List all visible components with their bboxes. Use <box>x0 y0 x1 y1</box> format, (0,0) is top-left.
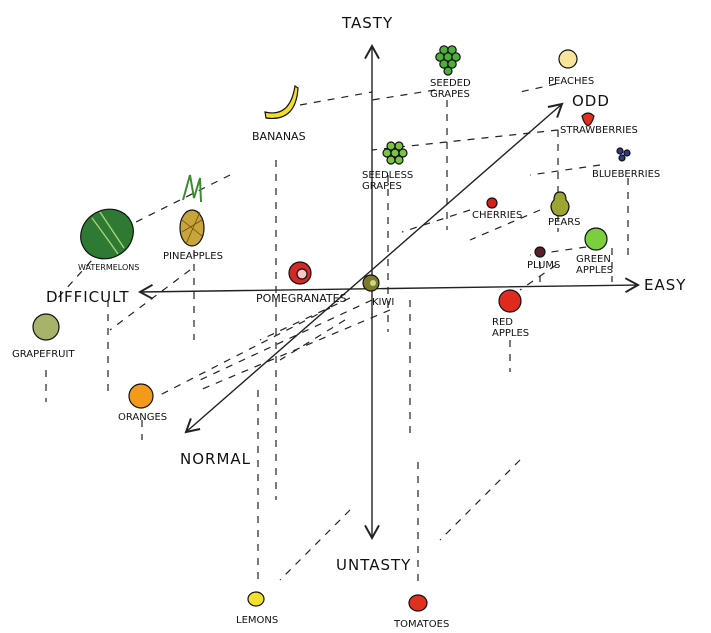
label-pineapples: PINEAPPLES <box>163 251 223 262</box>
label-tomatoes: TOMATOES <box>393 619 449 630</box>
horizontal-axis <box>137 277 641 300</box>
label-lemons: LEMONS <box>236 615 278 626</box>
banana-icon <box>264 84 299 120</box>
pomegranate-icon <box>288 261 312 285</box>
orange-icon <box>128 383 154 409</box>
axis-label-normal: NORMAL <box>180 450 251 468</box>
watermelon-icon <box>80 208 134 260</box>
red-apple-icon <box>498 289 522 313</box>
label-strawberries: STRAWBERRIES <box>560 125 638 136</box>
axis-labels: TASTY UNTASTY DIFFICULT EASY ODD NORMAL <box>46 14 686 574</box>
green-apple-icon <box>584 227 608 251</box>
label-blueberries: BLUEBERRIES <box>592 169 660 180</box>
peach-icon <box>558 49 578 69</box>
blueberries-icon <box>616 147 631 162</box>
label-grapefruit: GRAPEFRUIT <box>12 349 75 360</box>
axes <box>137 43 641 541</box>
label-plums: PLUMS <box>527 260 560 271</box>
axis-label-top: TASTY <box>341 14 393 32</box>
axis-label-left: DIFFICULT <box>46 288 130 306</box>
fruit-drawings <box>32 45 631 612</box>
seeded-grapes-icon <box>435 45 461 76</box>
pineapple-icon <box>179 174 205 247</box>
label-cherries: CHERRIES <box>472 210 522 221</box>
label-kiwi: KIWI <box>372 297 394 308</box>
label-pears: PEARS <box>548 217 581 228</box>
pear-icon <box>550 191 570 217</box>
tomato-icon <box>408 594 428 612</box>
label-watermelons: WATERMELONS <box>78 263 139 272</box>
axis-label-right: EASY <box>644 276 686 294</box>
diagonal-axis <box>184 102 564 434</box>
label-oranges: ORANGES <box>118 412 167 423</box>
seedless-grapes-icon <box>382 141 408 165</box>
plum-icon <box>534 246 546 258</box>
strawberry-icon <box>581 112 595 127</box>
label-bananas: BANANAS <box>252 130 306 143</box>
lemon-icon <box>247 591 265 607</box>
grapefruit-icon <box>32 313 60 341</box>
axis-label-bottom: UNTASTY <box>336 556 411 574</box>
label-pomegranates: POMEGRANATES <box>256 292 347 305</box>
axis-label-odd: ODD <box>572 92 610 110</box>
label-peaches: PEACHES <box>548 76 594 87</box>
projection-lines <box>45 83 629 588</box>
cherry-icon <box>486 197 498 209</box>
kiwi-icon <box>362 274 380 292</box>
